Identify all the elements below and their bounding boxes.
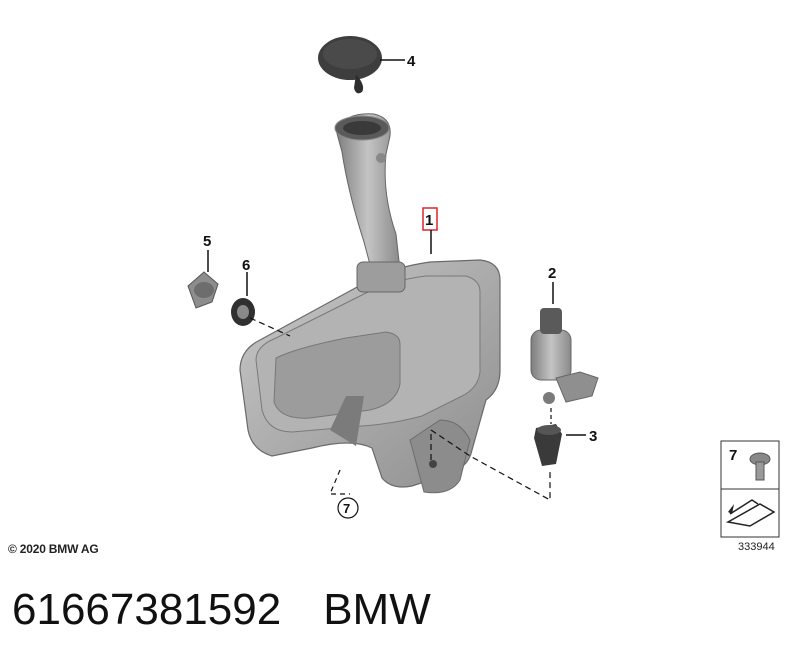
assembly-dash-7 bbox=[329, 469, 350, 495]
diagram-number: 333944 bbox=[738, 541, 775, 553]
callout-4: 4 bbox=[407, 53, 416, 70]
assembly-dash-tank bbox=[430, 428, 551, 502]
arrow-icon bbox=[725, 499, 776, 527]
callout-1-highlight bbox=[422, 207, 438, 231]
pump-grommet bbox=[534, 424, 562, 466]
seal-ring bbox=[231, 298, 255, 326]
footer-caption: 61667381592 BMW bbox=[12, 585, 431, 635]
callout-7-box: 7 bbox=[729, 447, 737, 464]
filler-neck bbox=[334, 113, 401, 276]
washer-pump bbox=[530, 308, 599, 404]
parts-diagram: 4 1 5 6 2 bbox=[187, 36, 780, 538]
washer-fluid-tank bbox=[239, 259, 501, 494]
grommet-bolt bbox=[187, 271, 219, 309]
brand-name: BMW bbox=[323, 585, 431, 634]
callout-1: 1 bbox=[425, 212, 433, 229]
part-number: 61667381592 bbox=[12, 585, 282, 634]
callout-5: 5 bbox=[203, 233, 211, 250]
reference-box: 7 bbox=[720, 440, 780, 538]
callout-7-circle bbox=[337, 497, 359, 519]
assembly-dash-5-6 bbox=[249, 317, 291, 337]
tank-cap bbox=[318, 36, 382, 94]
callout-2: 2 bbox=[548, 265, 556, 282]
copyright-notice: © 2020 BMW AG bbox=[8, 542, 99, 556]
callout-3: 3 bbox=[589, 428, 597, 445]
bolt-icon bbox=[749, 452, 771, 481]
callout-6: 6 bbox=[242, 257, 250, 274]
callout-7-circled: 7 bbox=[343, 501, 350, 516]
